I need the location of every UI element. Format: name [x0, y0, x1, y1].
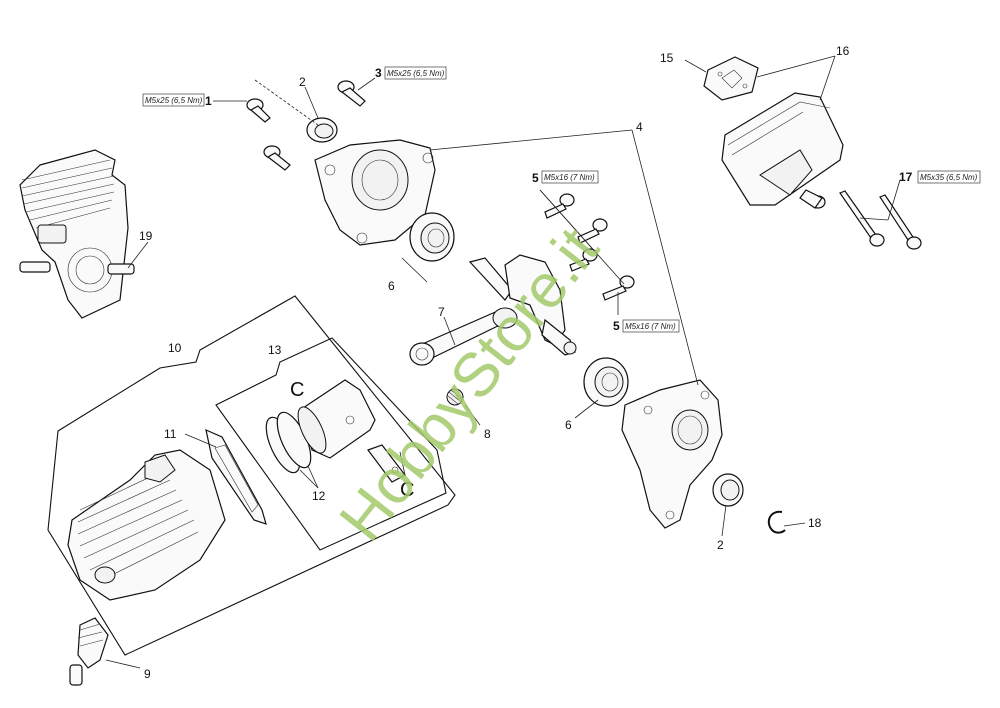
piston-kit-13-outline — [215, 337, 447, 551]
callout-4: 4 — [636, 120, 643, 134]
spec-17: M5x35 (6,5 Nm) — [917, 170, 981, 184]
callout-5-top: 5 — [532, 171, 539, 185]
svg-text:M5x25 (6,5 Nm): M5x25 (6,5 Nm) — [387, 69, 445, 78]
screw-1a[interactable] — [246, 98, 271, 123]
callout-labels: 1 2 3 4 5 5 6 6 7 8 9 10 11 12 13 15 16 … — [139, 44, 913, 681]
callout-13: 13 — [268, 343, 282, 357]
callout-9: 9 — [144, 667, 151, 681]
spec-1: M5x25 (6,5 Nm) — [142, 93, 205, 107]
crankcase-half-top[interactable] — [314, 139, 436, 246]
needle-bearing-8[interactable] — [446, 388, 464, 406]
spec-5-bottom: M5x16 (7 Nm) — [622, 319, 680, 333]
ball-bearing-6-top[interactable] — [409, 212, 455, 262]
screws-5[interactable] — [544, 193, 635, 301]
callout-3: 3 — [375, 66, 382, 80]
spec-5-top: M5x16 (7 Nm) — [541, 170, 599, 184]
screws-17[interactable] — [839, 190, 922, 250]
ball-bearing-6-bottom[interactable] — [583, 357, 629, 407]
oil-seal-2-bottom[interactable] — [712, 473, 744, 507]
callout-2-bottom: 2 — [717, 538, 724, 552]
piston-clip-symbol-1: C — [290, 379, 304, 401]
muffler-16[interactable] — [721, 92, 844, 209]
engine-assembly-drawing[interactable] — [19, 149, 135, 319]
callout-11: 11 — [164, 427, 177, 441]
svg-text:M5x25 (6,5 Nm): M5x25 (6,5 Nm) — [145, 96, 203, 105]
callout-12: 12 — [312, 489, 326, 503]
callout-17: 17 — [899, 170, 913, 184]
callout-6-top: 6 — [388, 279, 395, 293]
cylinder-gasket-11[interactable] — [205, 428, 267, 525]
cylinder-drawing[interactable] — [67, 449, 226, 601]
callout-1: 1 — [205, 94, 212, 108]
torque-spec-boxes: M5x25 (6,5 Nm) M5x25 (6,5 Nm) M5x16 (7 N… — [142, 66, 981, 333]
callout-16: 16 — [836, 44, 850, 58]
screw-3[interactable] — [337, 80, 366, 107]
spec-3: M5x25 (6,5 Nm) — [384, 66, 447, 80]
svg-text:M5x16 (7 Nm): M5x16 (7 Nm) — [544, 173, 595, 182]
muffler-gasket-15[interactable] — [703, 56, 759, 101]
screw-1b[interactable] — [263, 145, 291, 171]
circlip-18[interactable] — [767, 510, 786, 534]
callout-8: 8 — [484, 427, 491, 441]
leader-lines — [105, 55, 901, 669]
svg-text:M5x35 (6,5 Nm): M5x35 (6,5 Nm) — [920, 173, 978, 182]
callout-6-bottom: 6 — [565, 418, 572, 432]
watermark-text: HobbyStore.it — [327, 215, 613, 553]
spark-plug-9[interactable] — [69, 617, 109, 686]
callout-5-bottom: 5 — [613, 319, 620, 333]
crankcase-half-bottom[interactable] — [621, 379, 723, 529]
piston-clip-symbol-2: C — [400, 479, 414, 501]
callout-19: 19 — [139, 229, 153, 243]
cylinder-kit-10-outline — [47, 295, 456, 656]
piston-rings-12[interactable] — [259, 408, 317, 478]
oil-seal-2-top[interactable] — [306, 117, 338, 143]
piston-drawing[interactable] — [292, 379, 376, 459]
callout-2-top: 2 — [299, 75, 306, 89]
callout-15: 15 — [660, 51, 674, 65]
crankshaft-with-conrod[interactable] — [409, 254, 577, 366]
callout-7: 7 — [438, 305, 445, 319]
callout-18: 18 — [808, 516, 822, 530]
callout-10: 10 — [168, 341, 182, 355]
svg-text:M5x16 (7 Nm): M5x16 (7 Nm) — [625, 322, 676, 331]
